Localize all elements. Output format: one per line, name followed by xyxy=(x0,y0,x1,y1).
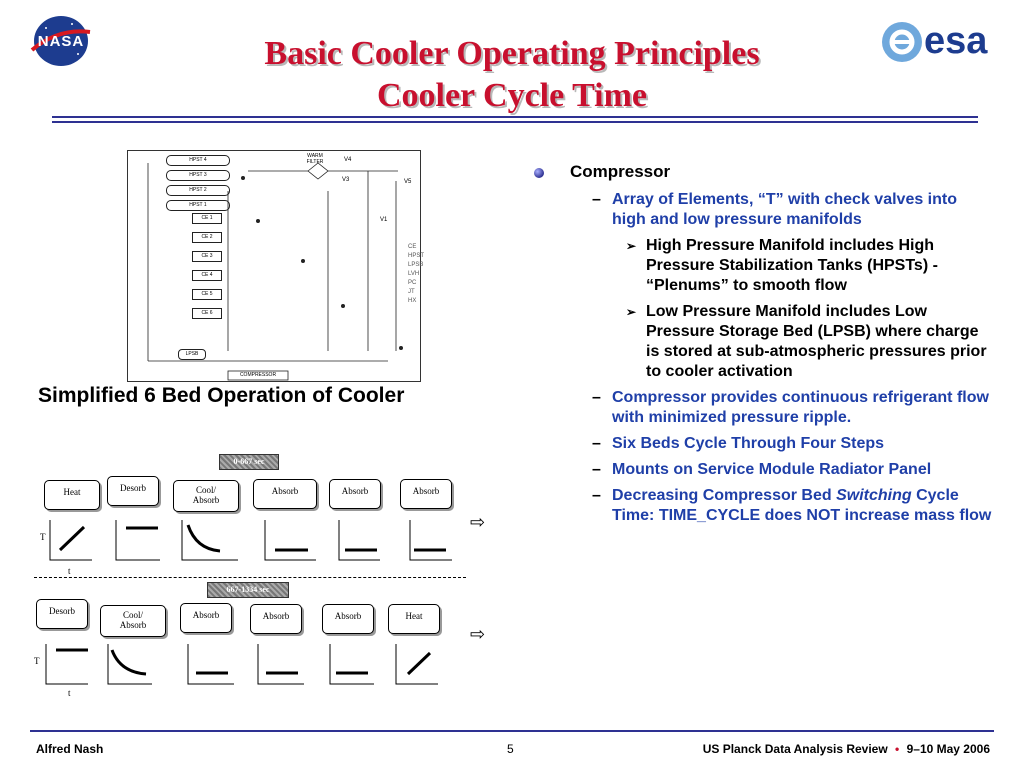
row1-axes-2 xyxy=(115,520,160,561)
bullet-list: Compressor –Array of Elements, “T” with … xyxy=(532,162,992,532)
bullet-continuous-flow: –Compressor provides continuous refriger… xyxy=(592,389,989,426)
row2-axes-1 xyxy=(45,644,88,685)
bullet-dot-icon xyxy=(534,168,544,178)
bullet-mounts: –Mounts on Service Module Radiator Panel xyxy=(592,461,932,478)
row1-curve-heat xyxy=(58,525,86,552)
bullet-six-beds: –Six Beds Cycle Through Four Steps xyxy=(592,435,885,452)
bullet-high-pressure: ➢High Pressure Manifold includes High Pr… xyxy=(626,237,938,294)
bullet-low-pressure: ➢Low Pressure Manifold includes Low Pres… xyxy=(626,303,987,380)
bullet-switching: –Decreasing Compressor Bed Switching Cyc… xyxy=(592,487,992,524)
ce-stack: CE 1 CE 2 CE 3 CE 4 CE 5 CE 6 xyxy=(158,213,222,319)
row1-axes-1 xyxy=(49,520,92,561)
row1-axes-6 xyxy=(409,520,452,561)
row2-axes-6 xyxy=(395,644,438,685)
cycle-divider xyxy=(34,577,466,578)
esa-logo-text: esa xyxy=(924,20,988,62)
row2-curve-heat xyxy=(406,651,432,676)
ce-6: CE 6 xyxy=(192,308,222,319)
row1-axis-t: t xyxy=(68,566,71,576)
footer-event: US Planck Data Analysis Review • 9–10 Ma… xyxy=(702,742,990,756)
row2-temperature-profiles xyxy=(45,644,438,685)
row2-axes-5 xyxy=(329,644,374,685)
row1-axes-3 xyxy=(181,520,238,561)
row1-curve-cool xyxy=(186,524,221,553)
row2-axes-4 xyxy=(257,644,304,685)
row1-step-cool-absorb: Cool/ Absorb xyxy=(173,480,239,512)
footer-author: Alfred Nash xyxy=(36,742,104,756)
warm-filter-label: WARM FILTER xyxy=(306,153,324,165)
hpst-stack: HPST 4 HPST 3 HPST 2 HPST 1 xyxy=(166,155,230,211)
row2-step-desorb: Desorb xyxy=(36,599,88,629)
row2-step-absorb-2: Absorb xyxy=(250,604,302,634)
row2-step-absorb-1: Absorb xyxy=(180,603,232,633)
nasa-logo-text: NASA xyxy=(37,33,85,50)
valve-v5: V5 xyxy=(404,179,412,185)
esa-logo: esa xyxy=(880,20,1000,64)
row2-step-cool-absorb: Cool/ Absorb xyxy=(100,605,166,637)
valve-v1: V1 xyxy=(380,217,388,223)
ce-1: CE 1 xyxy=(192,213,222,224)
footer-page-number: 5 xyxy=(507,742,514,756)
row2-axis-T: T xyxy=(34,656,40,666)
row2-time-badge: 667-1334 sec xyxy=(207,582,289,598)
row1-step-absorb-1: Absorb xyxy=(253,479,317,509)
hpst-4: HPST 4 xyxy=(166,155,230,166)
bullet-compressor: Compressor xyxy=(532,162,992,182)
valve-v3: V3 xyxy=(342,177,350,183)
footer-rule xyxy=(30,730,994,732)
row1-step-desorb: Desorb xyxy=(107,476,159,506)
title-rule-2 xyxy=(52,121,978,123)
bullet-array-elements: –Array of Elements, “T” with check valve… xyxy=(592,191,957,228)
ce-5: CE 5 xyxy=(192,289,222,300)
ce-2: CE 2 xyxy=(192,232,222,243)
row1-axes-5 xyxy=(338,520,380,561)
title-rule-1 xyxy=(52,116,978,118)
hpst-2: HPST 2 xyxy=(166,185,230,196)
row1-time-badge: 0-667 sec xyxy=(219,454,279,470)
slide-title-line2: Cooler Cycle Time xyxy=(376,77,648,114)
arrow-bullet-icon: ➢ xyxy=(626,239,637,253)
row1-temperature-profiles xyxy=(49,520,452,561)
ce-3: CE 3 xyxy=(192,251,222,262)
hpst-1: HPST 1 xyxy=(166,200,230,211)
schematic-legend: CE HPST LPSB LVH PC JT HX xyxy=(408,244,425,304)
compressor-schematic: HPST 4 HPST 3 HPST 2 HPST 1 WARM FILTER … xyxy=(127,150,425,382)
row2-step-absorb-3: Absorb xyxy=(322,604,374,634)
row2-step-heat: Heat xyxy=(388,604,440,634)
row1-step-heat: Heat xyxy=(44,480,100,510)
arrow-bullet-icon: ➢ xyxy=(626,305,637,319)
row1-axes-4 xyxy=(264,520,316,561)
row1-step-absorb-3: Absorb xyxy=(400,479,452,509)
row2-axes-2 xyxy=(107,644,152,685)
slide-title-line1: Basic Cooler Operating Principles xyxy=(264,35,760,72)
row2-axes-3 xyxy=(187,644,234,685)
row2-arrow-icon: ⇨ xyxy=(470,624,486,644)
row1-arrow-icon: ⇨ xyxy=(470,512,486,532)
row1-axis-T: T xyxy=(40,532,46,542)
valve-v4: V4 xyxy=(344,157,352,163)
compressor-label: COMPRESSOR xyxy=(239,372,277,378)
row1-step-absorb-2: Absorb xyxy=(329,479,381,509)
lpsb-box: LPSB xyxy=(178,349,206,360)
hpst-3: HPST 3 xyxy=(166,170,230,181)
nasa-logo: NASA xyxy=(28,14,94,68)
figure-caption: Simplified 6 Bed Operation of Cooler xyxy=(38,384,405,407)
ce-4: CE 4 xyxy=(192,270,222,281)
row2-curve-cool xyxy=(110,649,147,676)
row2-axis-t: t xyxy=(68,688,71,698)
